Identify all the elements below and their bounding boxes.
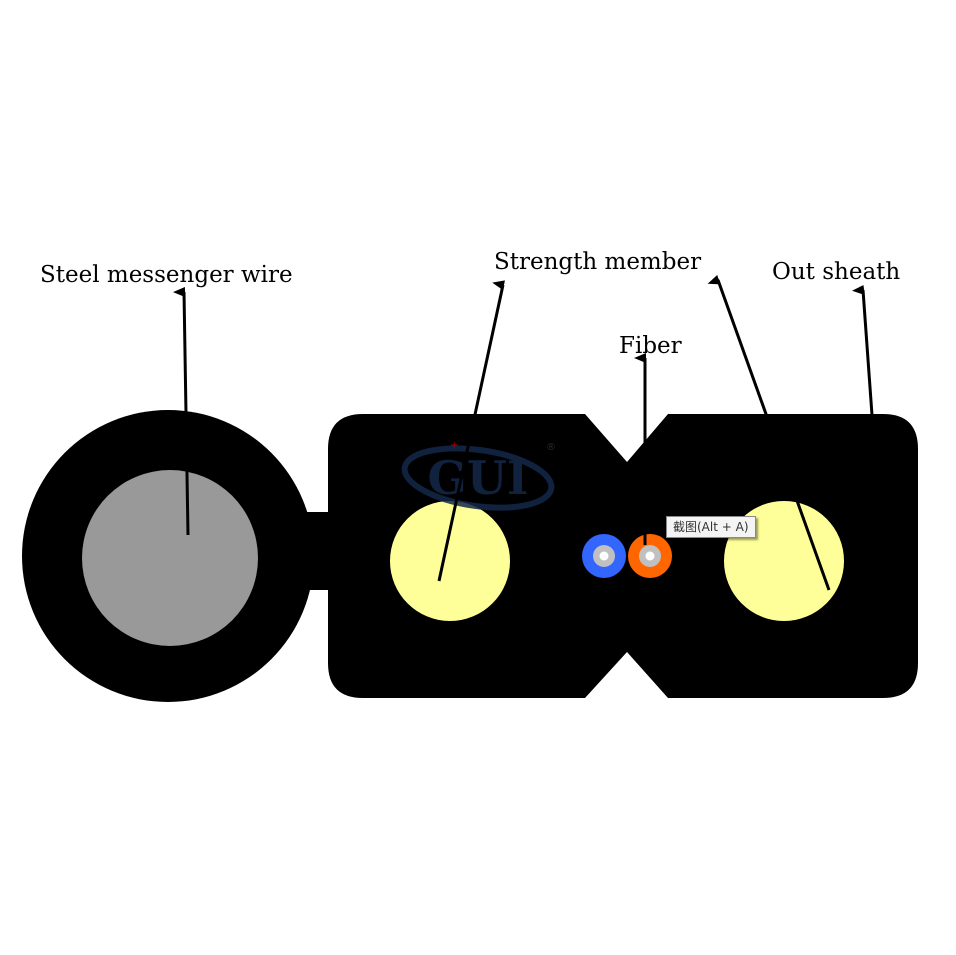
svg-text:®: ® bbox=[546, 442, 556, 453]
sheath-leader bbox=[852, 284, 874, 416]
strength-member-left bbox=[390, 501, 510, 621]
steel-leader bbox=[173, 286, 190, 536]
label-fiber: Fiber bbox=[619, 333, 682, 359]
screenshot-tooltip: 截图(Alt + A) bbox=[666, 516, 756, 538]
steel-wire bbox=[82, 470, 258, 646]
strength-leader-right bbox=[707, 274, 831, 591]
strength-leader-left bbox=[437, 280, 506, 582]
fiber-orange bbox=[628, 534, 672, 578]
gui-logo: GUI ® + bbox=[401, 440, 556, 511]
svg-text:+: + bbox=[450, 440, 458, 451]
fiber-blue bbox=[582, 534, 626, 578]
svg-text:GUI: GUI bbox=[428, 451, 529, 505]
label-steel-messenger-wire: Steel messenger wire bbox=[40, 262, 293, 288]
label-strength-member: Strength member bbox=[494, 249, 701, 275]
label-out-sheath: Out sheath bbox=[772, 259, 900, 285]
